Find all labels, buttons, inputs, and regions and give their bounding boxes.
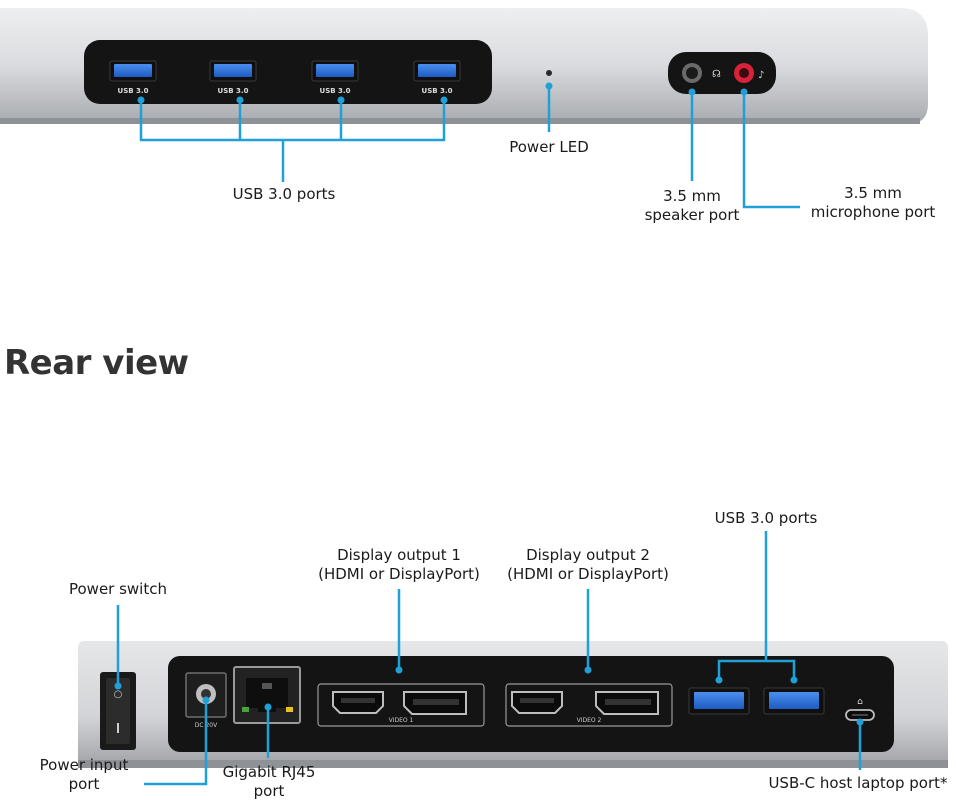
hdmi-port-1[interactable] — [332, 691, 384, 714]
front-audio-panel — [668, 52, 776, 94]
front-dock: USB 3.0 USB 3.0 USB 3.0 USB 3.0 ☊ — [0, 8, 928, 124]
speaker-jack[interactable] — [682, 63, 702, 83]
front-callout-lines — [139, 86, 800, 209]
microphone-icon: ♪ — [758, 70, 764, 81]
label-usb-ports-rear: USB 3.0 ports — [714, 509, 818, 527]
rear-usb-port-1[interactable] — [688, 687, 750, 715]
front-chassis-edge — [0, 118, 920, 124]
video2-group — [505, 683, 673, 727]
rj45-activity-led — [286, 707, 293, 712]
rear-callout-lines — [116, 531, 862, 786]
usb-port-label: USB 3.0 — [118, 87, 149, 95]
front-usb-port-1[interactable]: USB 3.0 — [109, 60, 157, 95]
headphone-icon: ☊ — [712, 69, 721, 80]
rear-usb-port-2[interactable] — [763, 687, 825, 715]
label-display-output-1: Display output 1 (HDMI or DisplayPort) — [318, 546, 480, 583]
label-power-input-port: Power input port — [39, 756, 129, 793]
front-usb-port-2[interactable]: USB 3.0 — [209, 60, 257, 95]
front-callout-dots — [137, 82, 748, 104]
rear-chassis-edge — [78, 760, 948, 768]
front-usb-panel — [84, 40, 492, 104]
usbc-host-port[interactable] — [845, 709, 875, 721]
rear-dock: ○ DC 20V VIDE — [78, 641, 948, 768]
power-led — [546, 70, 552, 76]
microphone-jack[interactable] — [734, 63, 754, 83]
front-usb-port-3[interactable]: USB 3.0 — [311, 60, 359, 95]
displayport-2[interactable] — [595, 691, 659, 715]
label-power-led: Power LED — [509, 138, 589, 156]
laptop-icon: ⌂ — [857, 697, 863, 707]
label-power-switch: Power switch — [68, 580, 167, 598]
label-speaker-port: 3.5 mm speaker port — [644, 187, 740, 224]
switch-off-icon: ○ — [114, 689, 123, 700]
hdmi-port-2[interactable] — [511, 691, 563, 714]
label-display-output-2: Display output 2 (HDMI or DisplayPort) — [507, 546, 669, 583]
video2-label: VIDEO 2 — [577, 717, 602, 724]
front-usb-port-4[interactable]: USB 3.0 — [413, 60, 461, 95]
power-switch[interactable]: ○ — [100, 672, 136, 750]
label-usbc-host-port: USB-C host laptop port* — [768, 774, 948, 792]
label-usb-ports-front: USB 3.0 ports — [232, 185, 336, 203]
displayport-1[interactable] — [403, 691, 467, 715]
video1-label: VIDEO 1 — [389, 717, 414, 724]
usb-port-label: USB 3.0 — [422, 87, 453, 95]
rear-view-heading: Rear view — [4, 343, 189, 383]
label-rj45-port: Gigabit RJ45 port — [222, 763, 316, 800]
label-microphone-port: 3.5 mm microphone port — [810, 184, 936, 221]
rj45-link-led — [242, 707, 249, 712]
switch-on-icon — [117, 723, 119, 733]
usb-port-label: USB 3.0 — [218, 87, 249, 95]
rear-callout-dots — [114, 666, 864, 726]
video1-group — [317, 683, 485, 727]
usb-port-label: USB 3.0 — [320, 87, 351, 95]
